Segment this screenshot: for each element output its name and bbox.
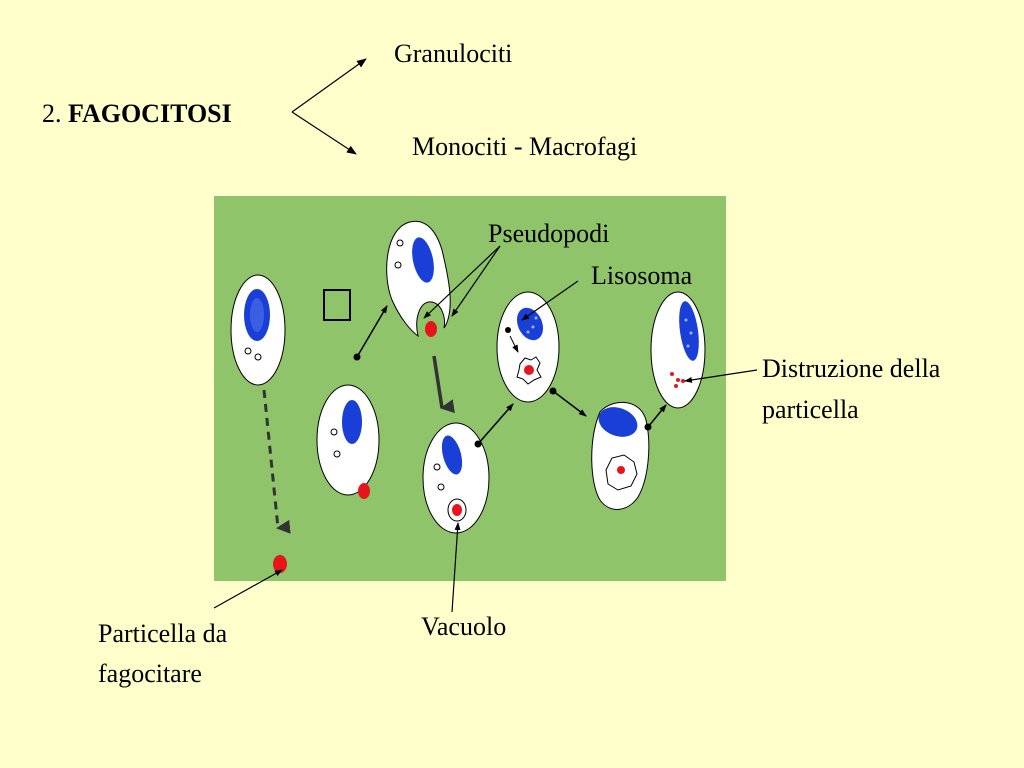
- cell-approaching: [316, 384, 380, 499]
- section-heading: FAGOCITOSI: [68, 99, 232, 128]
- label-pseudopodi: Pseudopodi: [488, 219, 610, 248]
- nucleus: [598, 407, 638, 437]
- particle: [425, 321, 437, 337]
- empty-square-icon: [323, 289, 351, 321]
- label-distruzione-line2: particella: [762, 395, 859, 424]
- section-number: 2.: [42, 99, 62, 128]
- label-distruzione-line1: Distruzione della: [762, 354, 941, 383]
- callout-lines: [213, 245, 758, 613]
- cell-pseudopodi: [386, 220, 451, 338]
- cell-destroyed: [650, 291, 706, 409]
- dashed-arrow: [262, 389, 291, 534]
- section-title: 2. FAGOCITOSI: [42, 98, 232, 130]
- cell-lisosoma: [496, 291, 560, 403]
- particle: [524, 365, 534, 375]
- cell-initial: [230, 274, 286, 386]
- label-lisosoma: Lisosoma: [591, 261, 693, 290]
- label-vacuolo: Vacuolo: [421, 612, 507, 641]
- nucleus: [679, 301, 699, 361]
- cell-vacuolo: [422, 422, 490, 534]
- branch-monociti-macrofagi: Monociti - Macrofagi: [412, 132, 638, 161]
- cell-digestion: [591, 401, 650, 510]
- nucleus: [441, 435, 463, 475]
- particle-free: [273, 555, 287, 573]
- arrow-step: [647, 404, 667, 428]
- branch-arrows: [291, 58, 367, 155]
- nucleus: [342, 400, 362, 444]
- particle: [452, 504, 462, 516]
- nucleus: [412, 237, 434, 283]
- arrow-step: [552, 390, 587, 417]
- arrow-step: [477, 403, 514, 445]
- arrow-step: [356, 305, 388, 358]
- label-particella-line2: fagocitare: [98, 659, 202, 688]
- particle: [358, 483, 370, 499]
- particle: [617, 466, 625, 474]
- branch-granulociti: Granulociti: [394, 39, 513, 68]
- arrow-step: [432, 355, 455, 414]
- lysosome: [505, 327, 511, 333]
- label-particella-line1: Particella da: [98, 619, 228, 648]
